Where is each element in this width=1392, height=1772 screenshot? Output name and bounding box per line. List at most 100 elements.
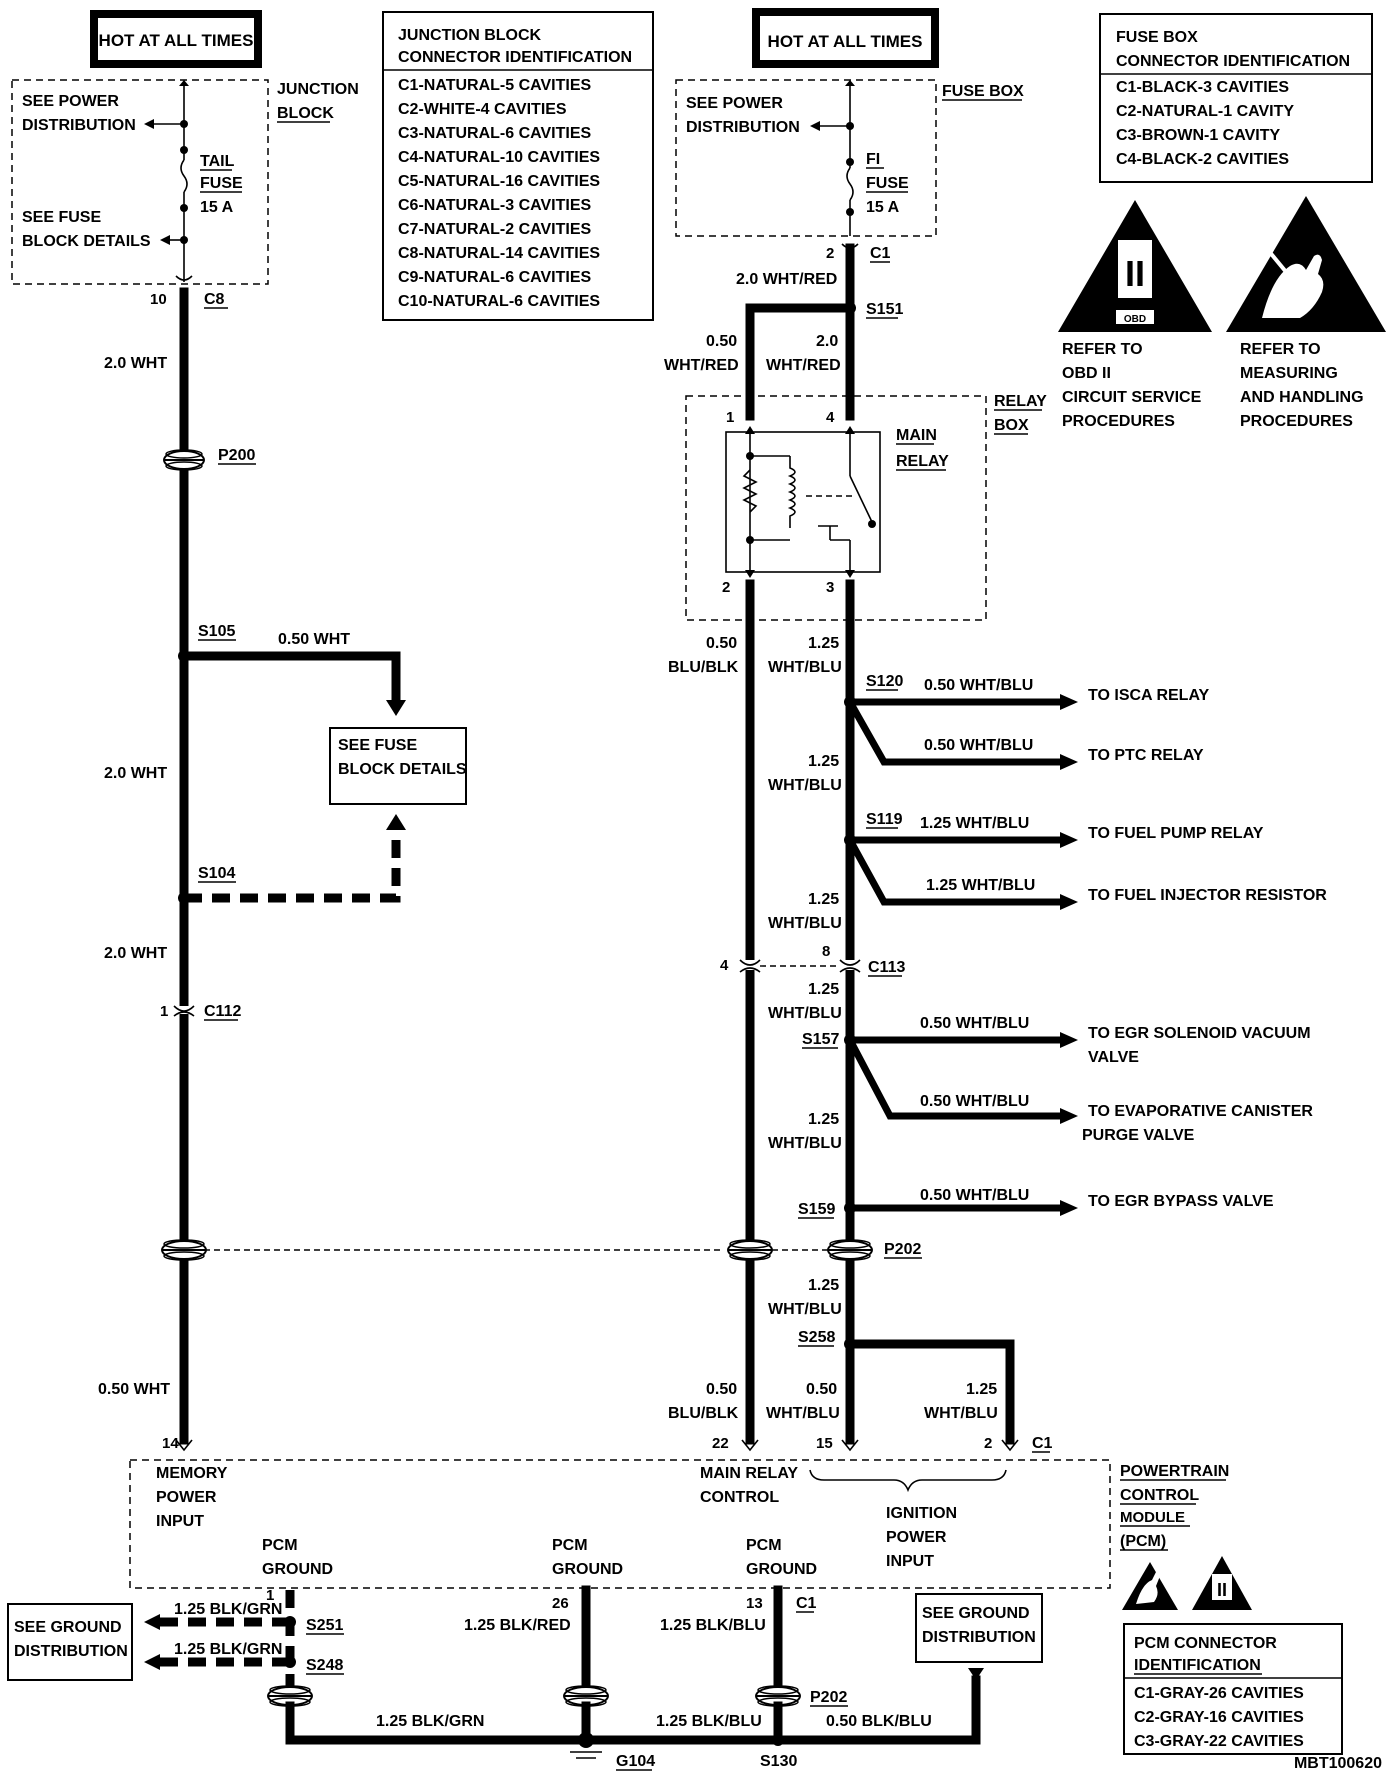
pcm-label: MODULE — [1120, 1509, 1185, 1526]
wire-label: 1.25 — [808, 635, 839, 652]
branch-destination: TO EGR BYPASS VALVE — [1088, 1193, 1274, 1210]
jb-table-row: C4-NATURAL-10 CAVITIES — [398, 149, 600, 166]
fb-table-title: FUSE BOX — [1116, 29, 1198, 46]
junction-block-box — [11, 79, 269, 285]
fi-fuse-label: FI — [866, 151, 880, 168]
wire-label: 1.25 BLK/GRN — [174, 1601, 282, 1618]
s130-label: S130 — [760, 1753, 797, 1770]
wire-label: 1.25 BLK/BLU — [656, 1713, 762, 1730]
see-ground-text: DISTRIBUTION — [922, 1629, 1036, 1646]
wire-label: WHT/BLU — [768, 777, 842, 794]
wire-label: 0.50 WHT — [98, 1381, 170, 1398]
pcm-obd-icon: II — [1192, 1556, 1252, 1610]
jb-table-title-2: CONNECTOR IDENTIFICATION — [398, 49, 632, 66]
pcm-connector-c1: C1 — [1032, 1435, 1053, 1452]
see-ground-text: SEE GROUND — [14, 1619, 122, 1636]
fb-table-row: C2-NATURAL-1 CAVITY — [1116, 103, 1294, 120]
wire-label: WHT/BLU — [924, 1405, 998, 1422]
branch-destination: TO EVAPORATIVE CANISTER — [1088, 1103, 1313, 1120]
main-relay-label-2: RELAY — [896, 453, 949, 470]
tail-fuse — [180, 84, 188, 282]
see-ground-text: DISTRIBUTION — [14, 1643, 128, 1660]
tail-fuse-label-2: FUSE — [200, 175, 243, 192]
branch-wire-label: 0.50 WHT/BLU — [920, 1093, 1029, 1110]
p202-connector-blu — [827, 1239, 873, 1261]
s248-splice — [284, 1656, 296, 1668]
wire-label: WHT/BLU — [766, 1405, 840, 1422]
branch-destination: VALVE — [1088, 1049, 1139, 1066]
esd-warning-icon — [1226, 196, 1386, 332]
pcm-ground-label: PCM — [262, 1537, 298, 1554]
see-ground-text: SEE GROUND — [922, 1605, 1030, 1622]
branch-destination: TO EGR SOLENOID VACUUM — [1088, 1025, 1311, 1042]
relay-pin: 4 — [826, 409, 835, 426]
pcm-table-row: C3-GRAY-22 CAVITIES — [1134, 1733, 1304, 1750]
obd-text: PROCEDURES — [1062, 413, 1175, 430]
see-fuse-block-box — [329, 727, 467, 805]
p202-label: P202 — [884, 1241, 921, 1258]
wire-label: 1.25 BLK/GRN — [174, 1641, 282, 1658]
pcm-box — [129, 1459, 1111, 1589]
obd-symbol: II — [1125, 253, 1145, 294]
jb-table-row: C9-NATURAL-6 CAVITIES — [398, 269, 592, 286]
wire-label: 2.0 WHT — [104, 945, 167, 962]
wire-label: 1.25 — [808, 981, 839, 998]
s120-label: S120 — [866, 673, 903, 690]
pcm-ground-label: GROUND — [262, 1561, 333, 1578]
jb-see-power: SEE POWER — [22, 93, 119, 110]
wire-label: 1.25 — [808, 1277, 839, 1294]
jb-pin-10: 10 — [150, 291, 167, 308]
fb-connector-table: FUSE BOX CONNECTOR IDENTIFICATION C1-BLA… — [1099, 13, 1373, 183]
wire-label: 1.25 BLK/RED — [464, 1617, 571, 1634]
jb-connector-table: JUNCTION BLOCK CONNECTOR IDENTIFICATION … — [382, 11, 654, 321]
pcm-ground-label: GROUND — [552, 1561, 623, 1578]
p202-connector-blk — [727, 1239, 773, 1261]
ground-connector-mid — [563, 1685, 609, 1707]
wire-label: 1.25 — [808, 891, 839, 908]
wire-label: 0.50 — [706, 333, 737, 350]
pcm-ground-label: PCM — [746, 1537, 782, 1554]
pcm-label: CONTROL — [1120, 1487, 1199, 1504]
s130-splice — [772, 1734, 784, 1746]
wire-label: 0.50 BLK/BLU — [826, 1713, 932, 1730]
relay-box-label: RELAY — [994, 393, 1047, 410]
hot-at-all-times-left: HOT AT ALL TIMES — [90, 10, 262, 68]
wire-label: 2.0 WHT — [104, 765, 167, 782]
s105-label: S105 — [198, 623, 235, 640]
pcm-obd-symbol: II — [1217, 1580, 1227, 1600]
junction-block-label: JUNCTION — [277, 81, 359, 98]
pcm-label: POWERTRAIN — [1120, 1463, 1229, 1480]
pcm-ignition-label: POWER — [886, 1529, 947, 1546]
jb-see-fuse-2: BLOCK DETAILS — [22, 233, 151, 250]
wire-label: WHT/BLU — [768, 1005, 842, 1022]
g104-ground-icon — [578, 1732, 594, 1748]
branch-destination: TO PTC RELAY — [1088, 747, 1204, 764]
branch-wire-label: 0.50 WHT/BLU — [924, 677, 1033, 694]
jb-table-row: C6-NATURAL-3 CAVITIES — [398, 197, 592, 214]
pcm-label: (PCM) — [1120, 1533, 1166, 1550]
fb-table-title-2: CONNECTOR IDENTIFICATION — [1116, 53, 1350, 70]
fb-table-row: C4-BLACK-2 CAVITIES — [1116, 151, 1289, 168]
s251-label: S251 — [306, 1617, 343, 1634]
ground-pin: 26 — [552, 1595, 569, 1612]
wire-label: 0.50 WHT — [278, 631, 350, 648]
c113-label: C113 — [868, 959, 905, 976]
pcm-connector-table — [1123, 1623, 1343, 1755]
fi-fuse — [846, 84, 854, 236]
wire-label: 2.0 — [816, 333, 838, 350]
c112-pin: 1 — [160, 1003, 168, 1020]
c113-pin: 8 — [822, 943, 830, 960]
branch-wire-label: 0.50 WHT/BLU — [920, 1187, 1029, 1204]
s159-label: S159 — [798, 1201, 835, 1218]
wire-label: 1.25 — [808, 753, 839, 770]
tail-fuse-amp: 15 A — [200, 199, 234, 216]
obd-warning-icon: II OBD — [1058, 200, 1212, 332]
junction-block-label-2: BLOCK — [277, 105, 334, 122]
obd-badge: OBD — [1124, 314, 1146, 325]
ground-bus-wire — [285, 1675, 981, 1745]
pcm-main-relay-label: MAIN RELAY — [700, 1465, 798, 1482]
ground-p202-label: P202 — [810, 1689, 847, 1706]
wire-label: 2.0 WHT — [104, 355, 167, 372]
see-fuse-block-text: SEE FUSE — [338, 737, 417, 754]
pcm-table-row: C2-GRAY-16 CAVITIES — [1134, 1709, 1304, 1726]
